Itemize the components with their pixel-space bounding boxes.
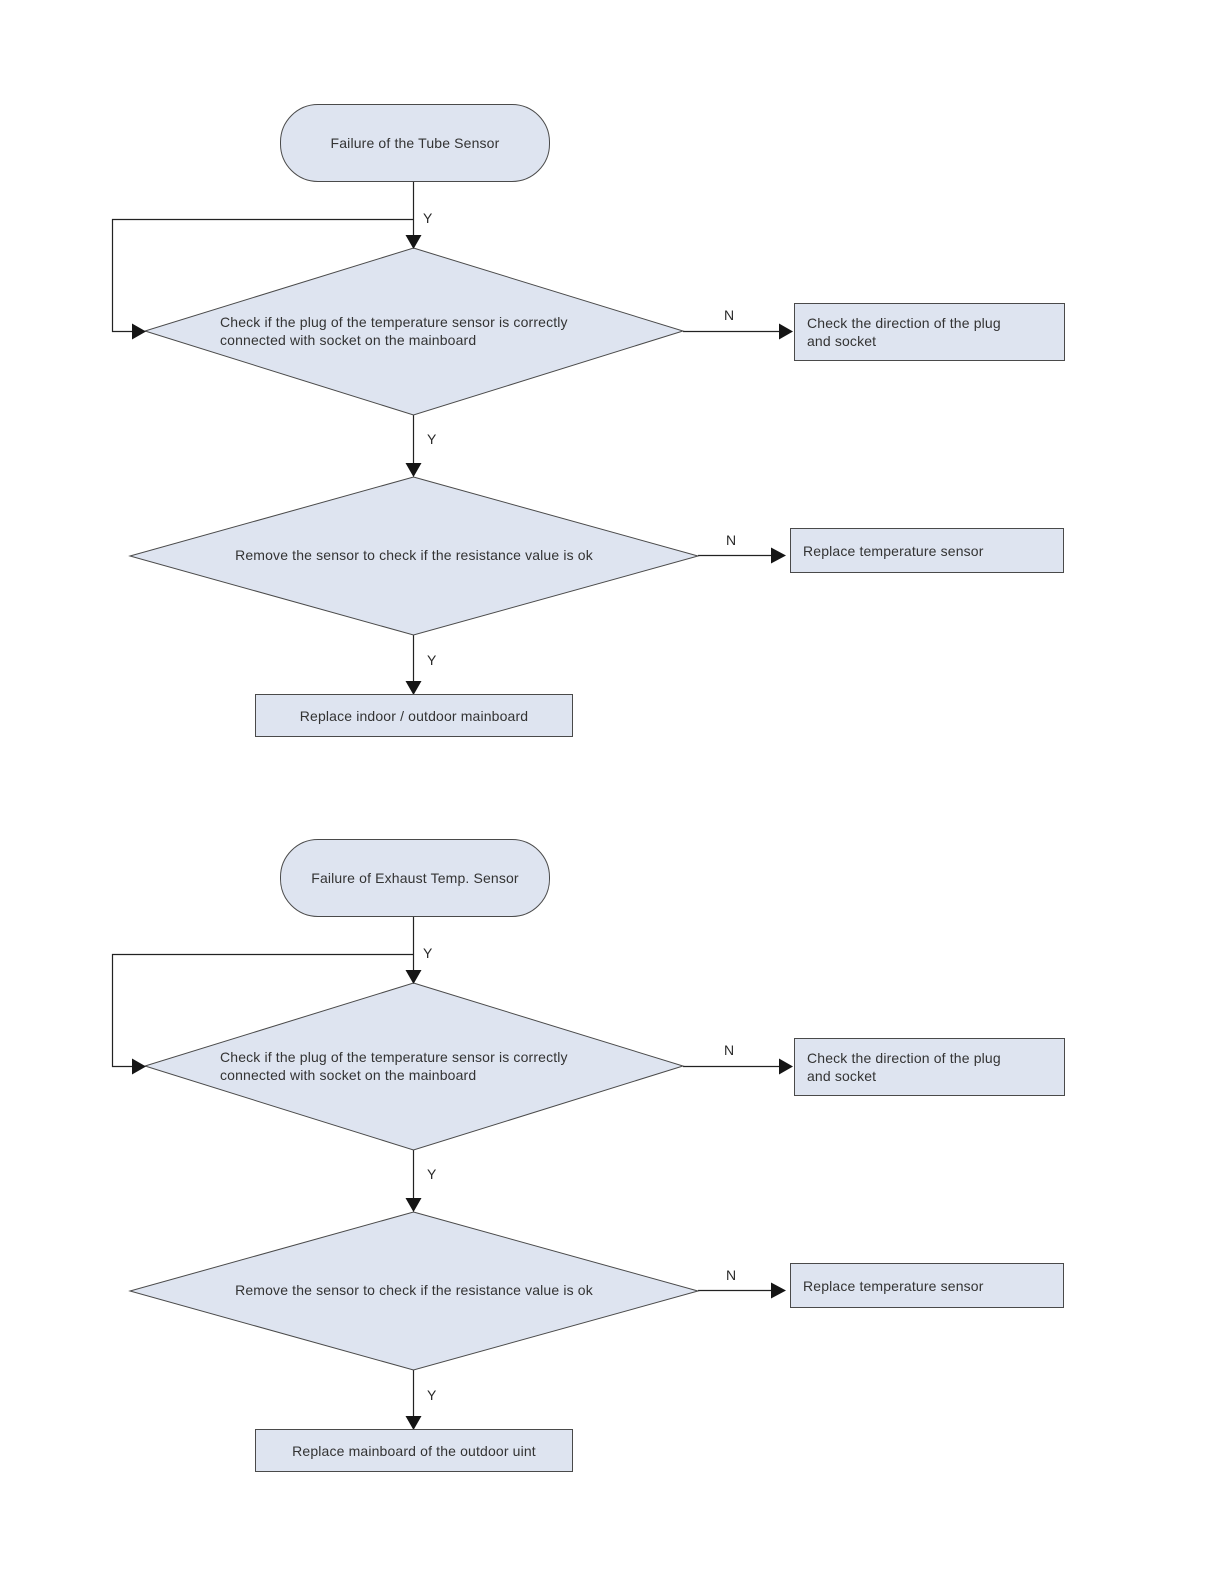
arrowhead-into-action1 <box>779 323 793 340</box>
decision1-diamond <box>143 247 685 416</box>
decision-plug-connected-text: Check if the plug of the temperature sen… <box>220 1049 650 1084</box>
action-check-plug-direction: Check the direction of the plug and sock… <box>794 1038 1065 1096</box>
action-final: Replace indoor / outdoor mainboard <box>255 694 573 737</box>
arrowhead-into-action2 <box>771 1282 786 1299</box>
flowchart-exhaust-temp-sensor: Failure of Exhaust Temp. Sensor Check if… <box>0 735 1224 1495</box>
decision2-diamond <box>128 1211 700 1371</box>
decision-line: connected with socket on the mainboard <box>220 331 477 348</box>
edge-label-no-1: N <box>724 307 735 323</box>
action-line: and socket <box>807 1068 877 1084</box>
arrowhead-into-decision1 <box>405 235 422 249</box>
edge-label-yes-2: Y <box>427 431 437 447</box>
action-line: Check the direction of the plug <box>807 314 1001 331</box>
action-replace-temp-sensor: Replace temperature sensor <box>790 528 1064 573</box>
edge-label-no-2: N <box>726 532 737 548</box>
edge-label-no-2: N <box>726 1267 737 1283</box>
decision1-diamond <box>143 982 685 1151</box>
action-line: and socket <box>807 333 877 349</box>
decision2-diamond <box>128 476 700 636</box>
connector-loopback <box>111 218 414 333</box>
edge-label-yes-3: Y <box>427 1387 437 1403</box>
decision-plug-connected-text: Check if the plug of the temperature sen… <box>220 314 650 349</box>
arrowhead-into-decision2 <box>405 463 422 477</box>
flowchart-tube-sensor: Failure of the Tube Sensor Check if the … <box>0 0 1224 760</box>
edge-label-yes-1: Y <box>423 210 433 226</box>
action-line: Check the direction of the plug <box>807 1049 1001 1066</box>
action-final: Replace mainboard of the outdoor uint <box>255 1429 573 1472</box>
decision-resistance-ok-text: Remove the sensor to check if the resist… <box>235 1282 593 1298</box>
connectors-layer <box>111 917 793 1430</box>
arrowhead-loopback <box>132 1058 146 1075</box>
decision-resistance-ok-text: Remove the sensor to check if the resist… <box>235 547 593 563</box>
start-node: Failure of Exhaust Temp. Sensor <box>280 839 550 917</box>
edge-label-yes-3: Y <box>427 652 437 668</box>
edge-label-yes-1: Y <box>423 945 433 961</box>
start-node: Failure of the Tube Sensor <box>280 104 550 182</box>
edge-label-no-1: N <box>724 1042 735 1058</box>
connector-loopback <box>111 953 414 1068</box>
action-replace-temp-sensor: Replace temperature sensor <box>790 1263 1064 1308</box>
decision-line: Check if the plug of the temperature sen… <box>220 1049 568 1065</box>
arrowhead-into-final <box>405 1416 422 1430</box>
arrowhead-into-action2 <box>771 547 786 564</box>
connectors-layer <box>111 182 793 695</box>
decision-line: connected with socket on the mainboard <box>220 1066 477 1083</box>
arrowhead-into-decision1 <box>405 970 422 984</box>
start-node-label: Failure of Exhaust Temp. Sensor <box>311 870 519 886</box>
arrowhead-loopback <box>132 323 146 340</box>
arrowhead-into-final <box>405 681 422 695</box>
arrowhead-into-action1 <box>779 1058 793 1075</box>
edge-label-yes-2: Y <box>427 1166 437 1182</box>
start-node-label: Failure of the Tube Sensor <box>330 135 500 151</box>
action-check-plug-direction: Check the direction of the plug and sock… <box>794 303 1065 361</box>
decision-line: Check if the plug of the temperature sen… <box>220 314 568 330</box>
arrowhead-into-decision2 <box>405 1198 422 1212</box>
